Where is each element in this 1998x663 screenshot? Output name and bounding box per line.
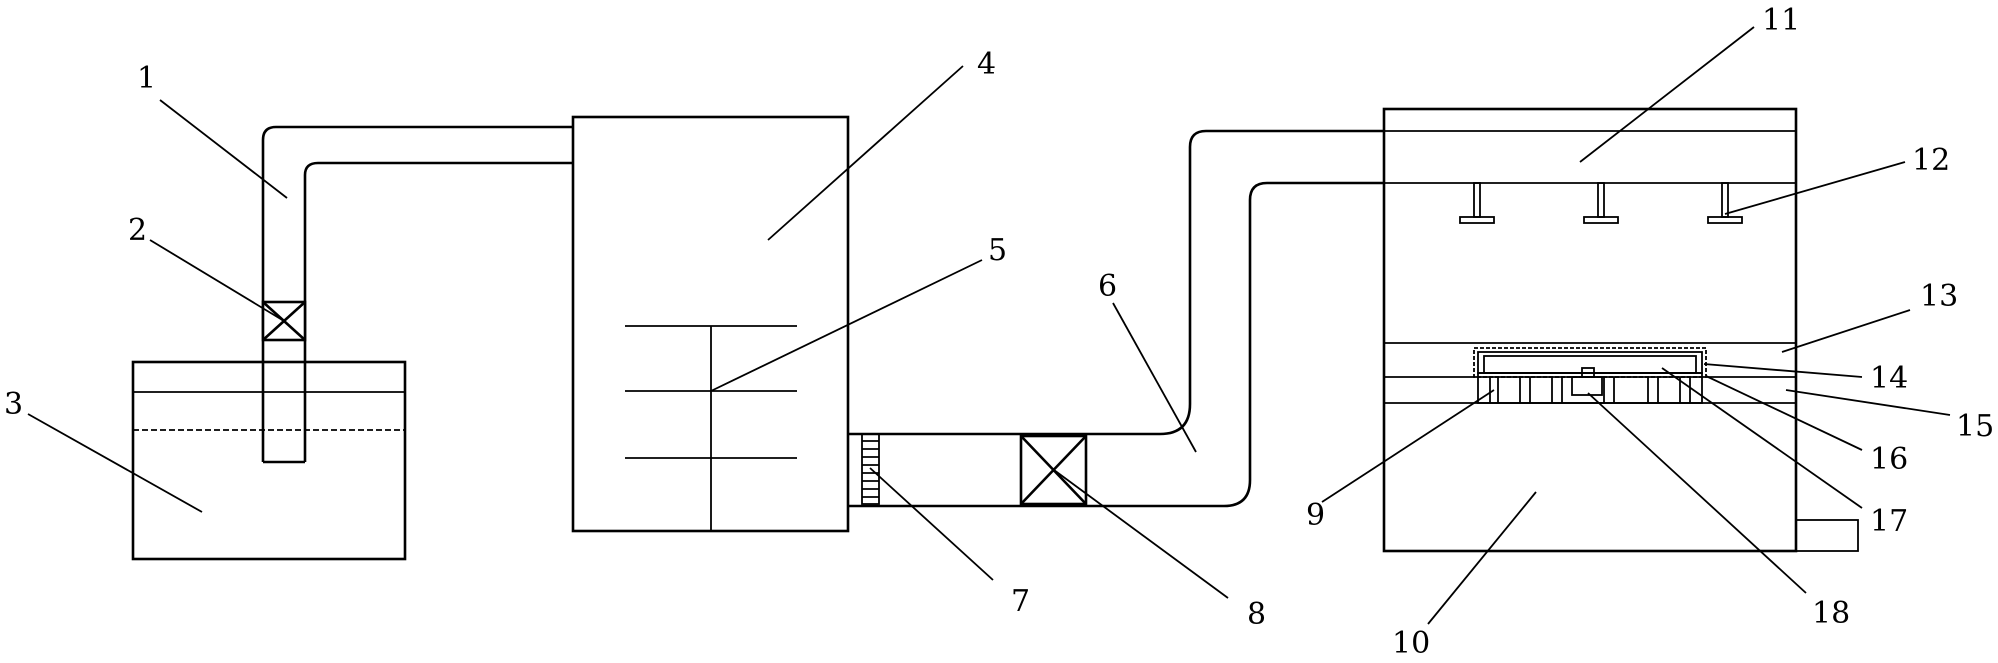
label-16: 16 [1870, 442, 1908, 477]
inlet-pipe-1 [261, 125, 573, 464]
chamber [1382, 107, 1859, 553]
label-13: 13 [1920, 279, 1958, 314]
label-2: 2 [128, 213, 147, 248]
valve-8 [1019, 434, 1088, 506]
tray-assembly [1473, 347, 1707, 404]
label-8: 8 [1247, 597, 1266, 632]
box-4 [571, 115, 850, 533]
leader-lines [27, 26, 1951, 625]
nozzles-12 [1459, 182, 1743, 224]
label-9: 9 [1306, 498, 1325, 533]
filter-7 [861, 433, 880, 505]
tank-3 [131, 360, 407, 561]
label-11: 11 [1762, 3, 1800, 38]
duct-6 [848, 129, 1384, 508]
number-labels: 1 2 3 4 5 6 7 8 9 10 11 12 13 14 15 16 1… [4, 3, 1994, 661]
label-10: 10 [1392, 626, 1430, 661]
label-14: 14 [1870, 361, 1908, 396]
label-5: 5 [988, 233, 1007, 268]
label-18: 18 [1812, 596, 1850, 631]
label-15: 15 [1956, 409, 1994, 444]
label-17: 17 [1870, 504, 1908, 539]
label-6: 6 [1098, 269, 1117, 304]
label-7: 7 [1011, 584, 1030, 619]
label-1: 1 [137, 61, 156, 96]
label-4: 4 [977, 47, 996, 82]
label-12: 12 [1912, 143, 1950, 178]
label-3: 3 [4, 387, 23, 422]
